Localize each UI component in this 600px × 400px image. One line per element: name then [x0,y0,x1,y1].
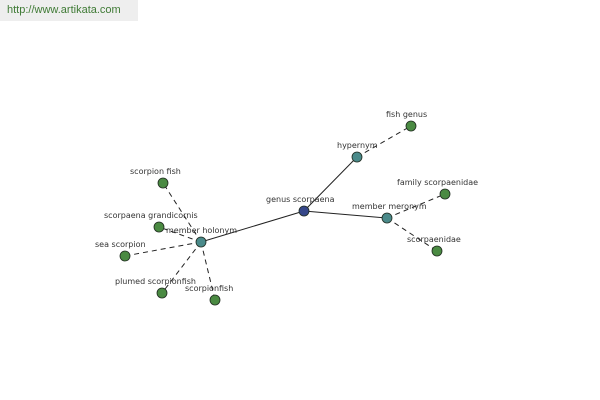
leaf-plumed-scorpionfish-node[interactable] [156,287,168,299]
edge-meronym-family-scorpaenidae [386,193,446,219]
leaf-sea-scorpion-label[interactable]: sea scorpion [95,240,146,249]
edge-holonym-plumed-scorpionfish [161,241,202,294]
center-genus-scorpaena-node[interactable] [298,205,310,217]
edge-meronym-scorpaenidae [386,217,438,252]
graph-nodes [119,120,451,306]
leaf-scorpaena-grandicornis-label[interactable]: scorpaena grandicornis [104,211,198,220]
relation-hypernym-label[interactable]: hypernym [337,141,378,150]
edge-holonym-scorpaena-grandicornis [158,226,202,243]
leaf-scorpion-fish-label[interactable]: scorpion fish [130,167,181,176]
edge-center-hypernym [303,156,358,212]
leaf-plumed-scorpionfish-label[interactable]: plumed scorpionfish [115,277,196,286]
relation-holonym-node[interactable] [195,236,207,248]
center-genus-scorpaena-label[interactable]: genus scorpaena [266,195,335,204]
edge-holonym-scorpionfish [200,241,216,301]
edge-holonym-scorpion-fish [162,182,202,243]
leaf-family-scorpaenidae-label[interactable]: family scorpaenidae [397,178,478,187]
relation-meronym-label[interactable]: member meronym [352,202,427,211]
leaf-scorpionfish-label[interactable]: scorpionfish [185,284,233,293]
leaf-scorpaena-grandicornis-node[interactable] [153,221,165,233]
leaf-scorpaenidae-node[interactable] [431,245,443,257]
leaf-family-scorpaenidae-node[interactable] [439,188,451,200]
relation-meronym-node[interactable] [381,212,393,224]
relation-holonym-label[interactable]: member holonym [166,226,237,235]
leaf-scorpionfish-node[interactable] [209,294,221,306]
edge-center-meronym [303,210,388,219]
leaf-scorpaenidae-label[interactable]: scorpaenidae [407,235,461,244]
graph-edges [124,125,446,301]
site-url[interactable]: http://www.artikata.com [0,0,138,21]
leaf-sea-scorpion-node[interactable] [119,250,131,262]
relation-hypernym-node[interactable] [351,151,363,163]
graph-labels: fish genus family scorpaenidae scorpaenida… [95,110,478,293]
edge-center-holonym [200,210,305,243]
leaf-scorpion-fish-node[interactable] [157,177,169,189]
edge-hypernym-fish-genus [356,125,412,158]
edge-holonym-sea-scorpion [124,241,202,257]
leaf-fish-genus-node[interactable] [405,120,417,132]
leaf-fish-genus-label[interactable]: fish genus [386,110,427,119]
